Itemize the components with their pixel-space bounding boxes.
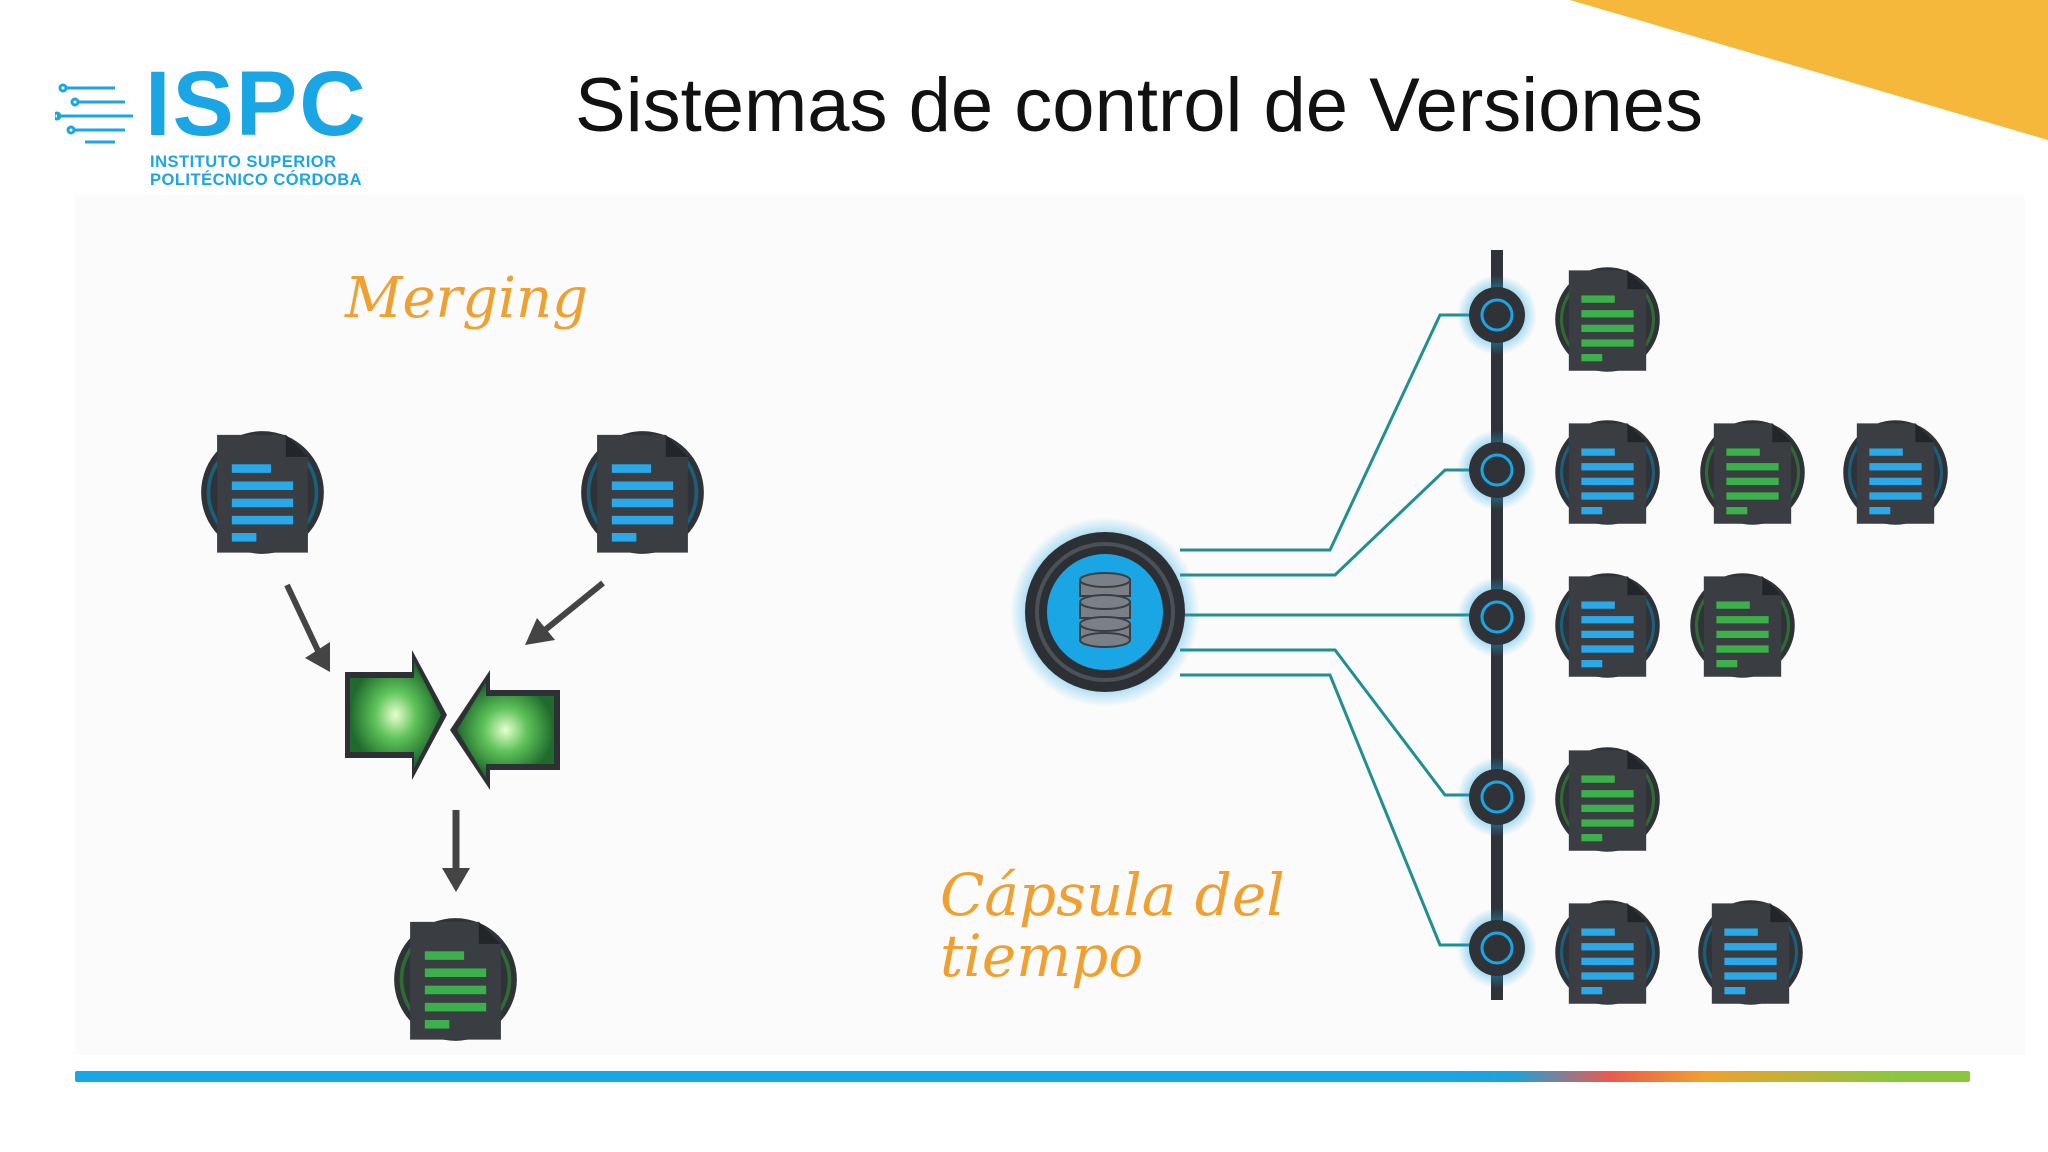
timeline-node <box>1457 275 1537 355</box>
timeline-node <box>1457 430 1537 510</box>
timeline-node <box>1457 908 1537 988</box>
time-capsule-label-line1: Cápsula del <box>940 861 1285 929</box>
document-blue-icon <box>1841 418 1950 527</box>
document-blue-icon <box>199 429 326 556</box>
circuit-lines-icon <box>55 83 133 144</box>
arrow-down-left-icon <box>525 580 605 645</box>
page-title: Sistemas de control de Versiones <box>575 63 1703 148</box>
merge-arrows-icon <box>345 650 560 790</box>
arrow-down-right-icon <box>284 583 330 672</box>
branch-lines <box>1180 313 1495 947</box>
document-green-icon <box>1698 418 1807 527</box>
arrow-down-icon <box>442 810 470 892</box>
document-green-icon <box>392 916 519 1043</box>
logo-line-2: POLITÉCNICO CÓRDOBA <box>150 171 363 189</box>
document-green-icon <box>1688 571 1797 680</box>
footer-color-bar <box>75 1071 1970 1082</box>
ispc-logo: ISPC INSTITUTO SUPERIOR POLITÉCNICO CÓRD… <box>55 53 395 200</box>
database-icon <box>1010 517 1200 707</box>
document-blue-icon <box>579 429 706 556</box>
timeline-node <box>1457 577 1537 657</box>
logo-wordmark: ISPC <box>145 53 368 155</box>
time-capsule-label-line2: tiempo <box>940 921 1144 990</box>
time-capsule-label: Cápsula del tiempo <box>940 865 1300 987</box>
document-blue-icon <box>1696 898 1805 1007</box>
document-blue-icon <box>1553 571 1662 680</box>
logo-line-1: INSTITUTO SUPERIOR <box>150 153 337 171</box>
document-green-icon <box>1553 745 1662 854</box>
document-blue-icon <box>1553 898 1662 1007</box>
timeline-nodes <box>1457 275 1537 988</box>
document-green-icon <box>1553 265 1662 374</box>
merging-label: Merging <box>345 266 588 331</box>
timeline-node <box>1457 757 1537 837</box>
document-blue-icon <box>1553 418 1662 527</box>
